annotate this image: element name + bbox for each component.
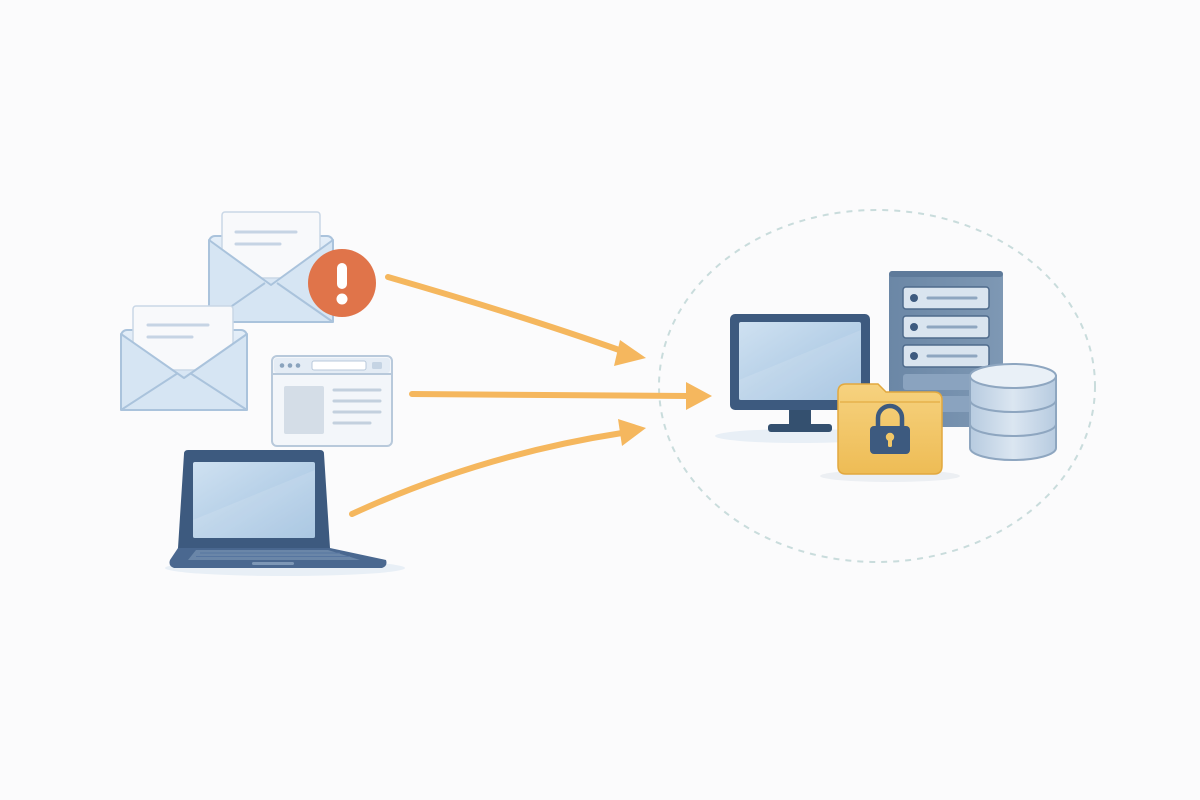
arrow-browser-to-zone [409, 382, 712, 410]
padlock-icon [870, 403, 910, 454]
database-icon [969, 363, 1057, 461]
desktop-monitor-icon [730, 314, 870, 432]
browser-window-icon [271, 355, 393, 447]
alert-badge-icon [308, 249, 376, 317]
arrow-laptop-to-zone [349, 419, 646, 517]
envelope-icon [120, 305, 248, 411]
secure-zone-boundary [658, 209, 1096, 563]
envelope-alert-icon [208, 211, 334, 323]
laptop-icon [169, 450, 387, 568]
arrow-email-to-zone [385, 274, 646, 366]
